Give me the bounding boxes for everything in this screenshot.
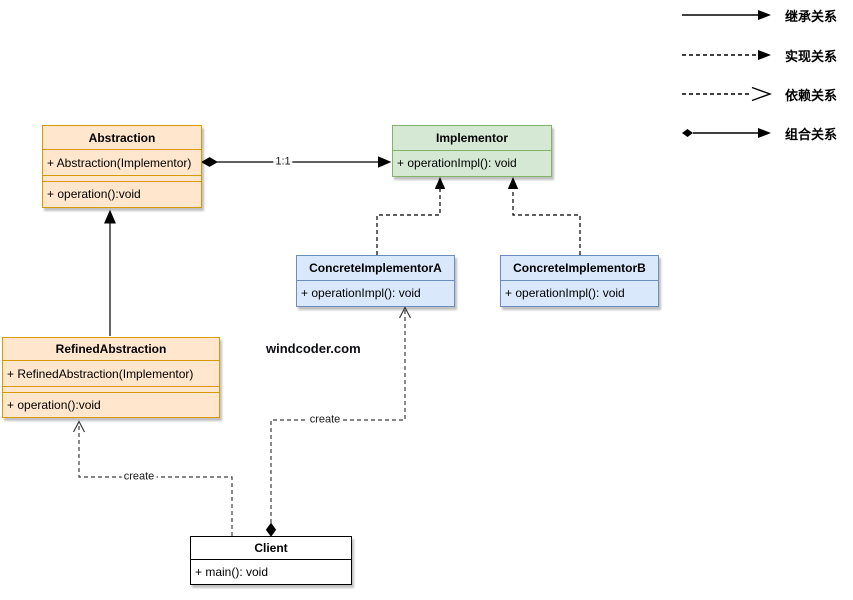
class-abstraction-attribute: + Abstraction(Implementor) (43, 150, 201, 176)
class-refined-abstraction: RefinedAbstraction + RefinedAbstraction(… (2, 337, 220, 418)
inheritance-edge-refined-abstraction (104, 209, 116, 336)
class-concreteA-method: + operationImpl(): void (301, 286, 421, 300)
inheritance-arrow-icon (682, 10, 771, 20)
class-concreteB-method: + operationImpl(): void (505, 286, 625, 300)
arrow-open-icon (72, 420, 86, 433)
class-abstraction-method: + operation():void (47, 187, 141, 201)
create-label-concreteA: create (307, 413, 343, 427)
arrow-filled-icon (507, 177, 519, 189)
legend-item-dependency: 依赖关系 (682, 86, 838, 103)
class-implementor: Implementor + operationImpl(): void (392, 125, 552, 177)
class-abstraction: Abstraction + Abstraction(Implementor) +… (42, 125, 202, 208)
legend-label-realization: 实现关系 (785, 48, 838, 64)
composition-diamond-icon (200, 157, 219, 167)
class-client: Client + main(): void (190, 536, 352, 585)
class-client-method: + main(): void (195, 565, 269, 579)
legend-label-composition: 组合关系 (785, 126, 838, 142)
composition-multiplicity-label: 1:1 (273, 155, 293, 169)
realization-arrow-icon (682, 50, 771, 60)
arrow-filled-icon (378, 156, 392, 168)
class-abstraction-separator (43, 176, 201, 182)
legend-item-composition: 组合关系 (682, 125, 838, 142)
class-implementor-title: Implementor (393, 126, 551, 151)
dependency-arrow-icon (682, 86, 772, 102)
class-refined-title: RefinedAbstraction (3, 338, 219, 361)
class-refined-separator (3, 387, 219, 393)
composition-arrow-icon (682, 128, 771, 138)
arrow-open-icon (398, 306, 412, 319)
legend-item-realization: 实现关系 (682, 47, 838, 64)
class-implementor-method: + operationImpl(): void (397, 156, 517, 170)
class-concrete-implementor-a: ConcreteImplementorA + operationImpl(): … (296, 255, 455, 307)
class-concrete-implementor-b: ConcreteImplementorB + operationImpl(): … (500, 255, 659, 307)
arrow-filled-icon (104, 209, 116, 224)
class-client-title: Client (191, 537, 351, 560)
watermark-text: windcoder.com (266, 341, 361, 356)
composition-diamond-icon (265, 522, 277, 537)
class-refined-attribute: + RefinedAbstraction(Implementor) (3, 361, 219, 387)
realization-edge-concreteA-implementor (376, 177, 446, 255)
composition-edge-abstraction-implementor (200, 156, 392, 168)
realization-edge-concreteB-implementor (507, 177, 581, 255)
class-concreteA-title: ConcreteImplementorA (297, 256, 454, 281)
legend-label-dependency: 依赖关系 (785, 87, 838, 103)
class-refined-method: + operation():void (7, 398, 101, 412)
arrow-filled-icon (434, 177, 446, 189)
legend-label-inheritance: 继承关系 (785, 8, 838, 24)
legend-item-inheritance: 继承关系 (682, 7, 838, 24)
create-label-refined: create (121, 470, 157, 484)
class-abstraction-title: Abstraction (43, 126, 201, 150)
class-concreteB-title: ConcreteImplementorB (501, 256, 658, 281)
